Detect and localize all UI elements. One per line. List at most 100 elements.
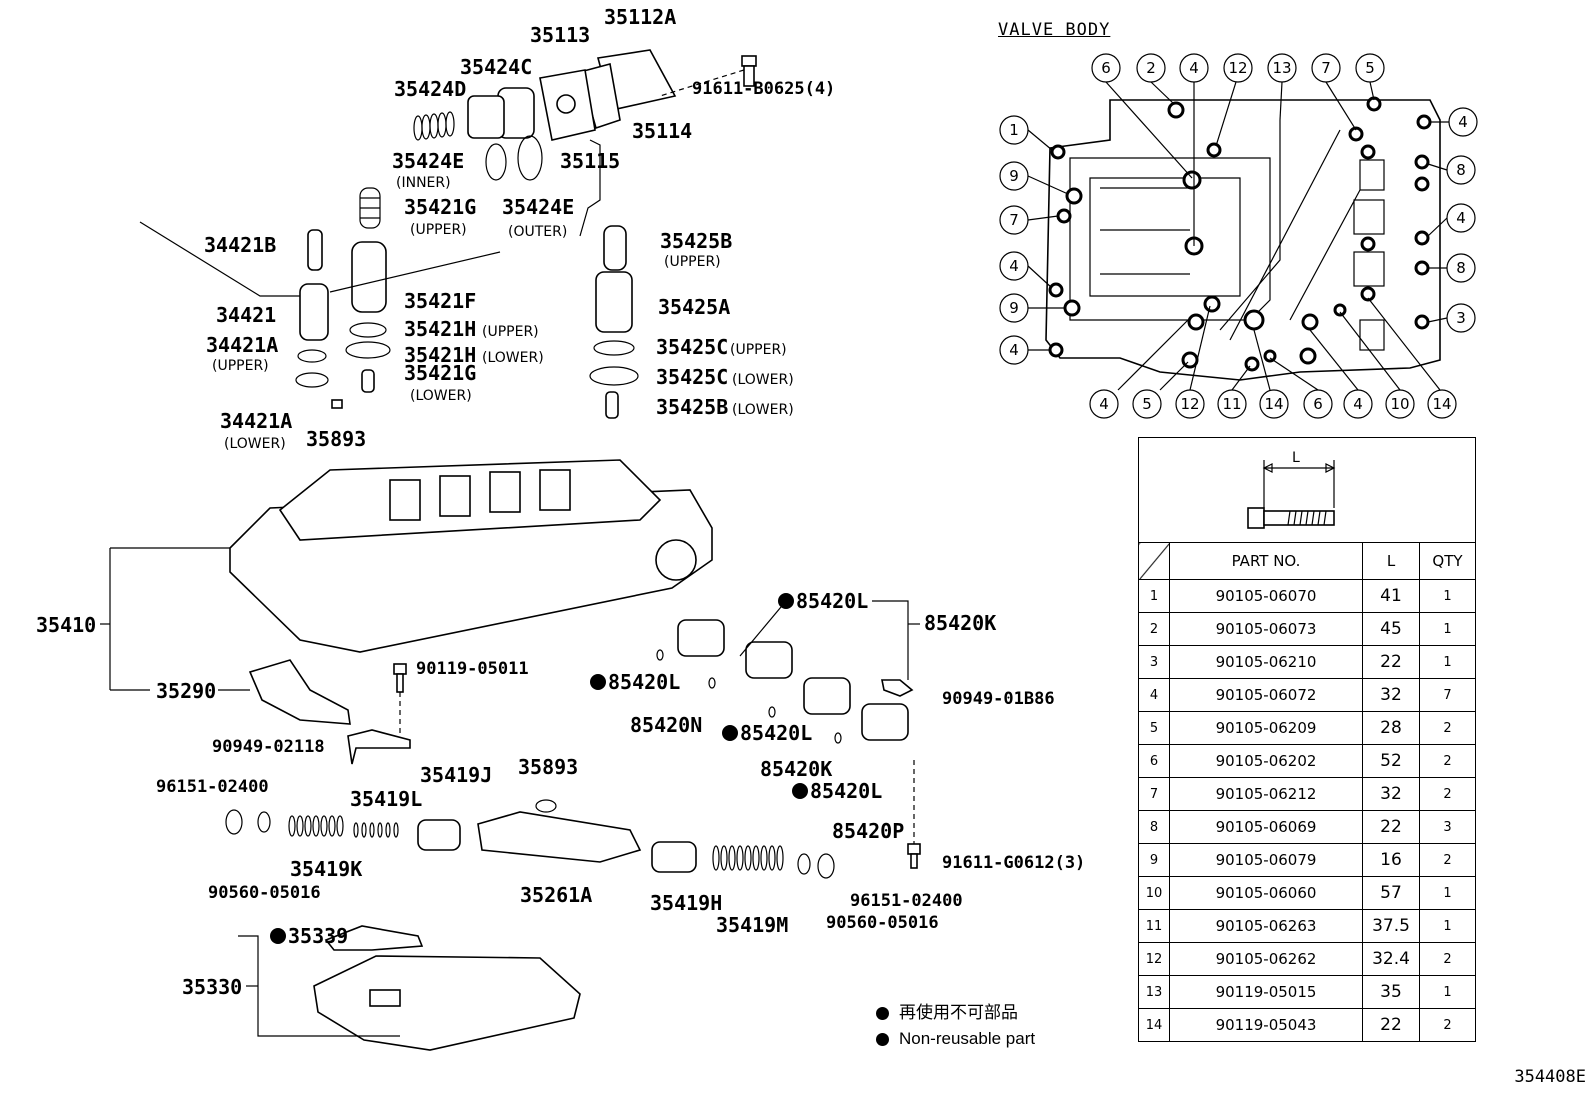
callout-4: 4 [1446,203,1476,233]
label-lower-1: (LOWER) [482,350,544,366]
label-upper-2: (UPPER) [664,254,721,270]
non-reusable-bullet [722,725,738,741]
callout-4: 4 [999,251,1029,281]
cell-part: 90119-05043 [1169,1008,1363,1042]
label-34421B: 34421B [204,233,276,257]
bolt-sketch-cell [1138,437,1476,543]
callout-7: 7 [999,205,1029,235]
label-35425C-lower: 35425C [656,365,728,389]
cell-no: 4 [1138,678,1170,712]
valve-body-assembly-drawing [100,459,921,1051]
callout-9: 9 [999,161,1029,191]
cell-l: 22 [1362,1008,1420,1042]
label-34421: 34421 [216,303,276,327]
label-lower-5: (LOWER) [224,436,286,452]
callout-8: 8 [1446,253,1476,283]
svg-text:7: 7 [1321,59,1331,77]
cell-qty: 2 [1419,843,1476,877]
cell-no: 5 [1138,711,1170,745]
label-85420L-2: 85420L [608,670,680,694]
label-upper-5: (UPPER) [730,342,787,358]
label-35421H-lower: 35421H [404,343,476,367]
svg-text:7: 7 [1009,211,1019,229]
non-reusable-bullet [792,783,808,799]
cell-part: 90105-06069 [1169,810,1363,844]
cell-l: 28 [1362,711,1420,745]
label-35424E-inner: 35424E [392,149,464,173]
cell-no: 10 [1138,876,1170,910]
callout-12: 12 [1223,53,1253,83]
cell-qty: 7 [1419,678,1476,712]
svg-text:4: 4 [1456,209,1466,227]
label-96151-02400-b: 96151-02400 [850,891,963,911]
label-35419J: 35419J [420,763,492,787]
label-85420K-1: 85420K [924,611,996,635]
callout-8: 8 [1446,155,1476,185]
cell-no: 3 [1138,645,1170,679]
cell-l: 22 [1362,645,1420,679]
label-35419H: 35419H [650,891,722,915]
callout-4: 4 [1343,389,1373,419]
label-inner: (INNER) [396,175,451,191]
header-qty: QTY [1419,542,1476,580]
callout-13: 13 [1267,53,1297,83]
label-35410: 35410 [36,613,96,637]
label-lower-2: (LOWER) [410,388,472,404]
cell-part: 90105-06073 [1169,612,1363,646]
label-90949-01B86: 90949-01B86 [942,689,1055,709]
svg-text:2: 2 [1146,59,1156,77]
label-35261A: 35261A [520,883,592,907]
cell-part: 90105-06210 [1169,645,1363,679]
cell-qty: 1 [1419,975,1476,1009]
cell-l: 45 [1362,612,1420,646]
cell-qty: 3 [1419,810,1476,844]
svg-text:1: 1 [1009,121,1019,139]
label-35425A: 35425A [658,295,730,319]
cell-qty: 2 [1419,1008,1476,1042]
callout-10: 10 [1385,389,1415,419]
label-90560-05016-b: 90560-05016 [826,913,939,933]
cell-l: 22 [1362,810,1420,844]
svg-text:9: 9 [1009,299,1019,317]
label-35290: 35290 [156,679,216,703]
callout-1: 1 [999,115,1029,145]
label-upper-3: (UPPER) [212,358,269,374]
svg-text:4: 4 [1099,395,1109,413]
non-reusable-bullet [590,674,606,690]
cell-no: 6 [1138,744,1170,778]
callout-6: 6 [1091,53,1121,83]
label-90949-02118: 90949-02118 [212,737,325,757]
figure-code: 354408E [1514,1067,1586,1087]
callout-2: 2 [1136,53,1166,83]
cell-qty: 2 [1419,744,1476,778]
svg-text:4: 4 [1353,395,1363,413]
svg-text:10: 10 [1390,395,1409,413]
cell-l: 32 [1362,777,1420,811]
cell-qty: 1 [1419,909,1476,943]
cell-l: 32.4 [1362,942,1420,976]
label-outer: (OUTER) [508,224,567,240]
header-length: L [1362,542,1420,580]
label-35115: 35115 [560,149,620,173]
label-35425C-upper: 35425C [656,335,728,359]
svg-text:3: 3 [1456,309,1466,327]
legend-en: Non-reusable part [899,1029,1036,1048]
svg-text:8: 8 [1456,161,1466,179]
label-35424E-outer: 35424E [502,195,574,219]
cell-part: 90105-06202 [1169,744,1363,778]
valve-body-title: VALVE BODY [998,20,1111,40]
svg-text:5: 5 [1365,59,1375,77]
cell-l: 35 [1362,975,1420,1009]
callout-14: 14 [1427,389,1457,419]
svg-text:14: 14 [1432,395,1451,413]
non-reusable-bullet [778,593,794,609]
cell-l: 16 [1362,843,1420,877]
header-part-no: PART NO. [1169,542,1363,580]
